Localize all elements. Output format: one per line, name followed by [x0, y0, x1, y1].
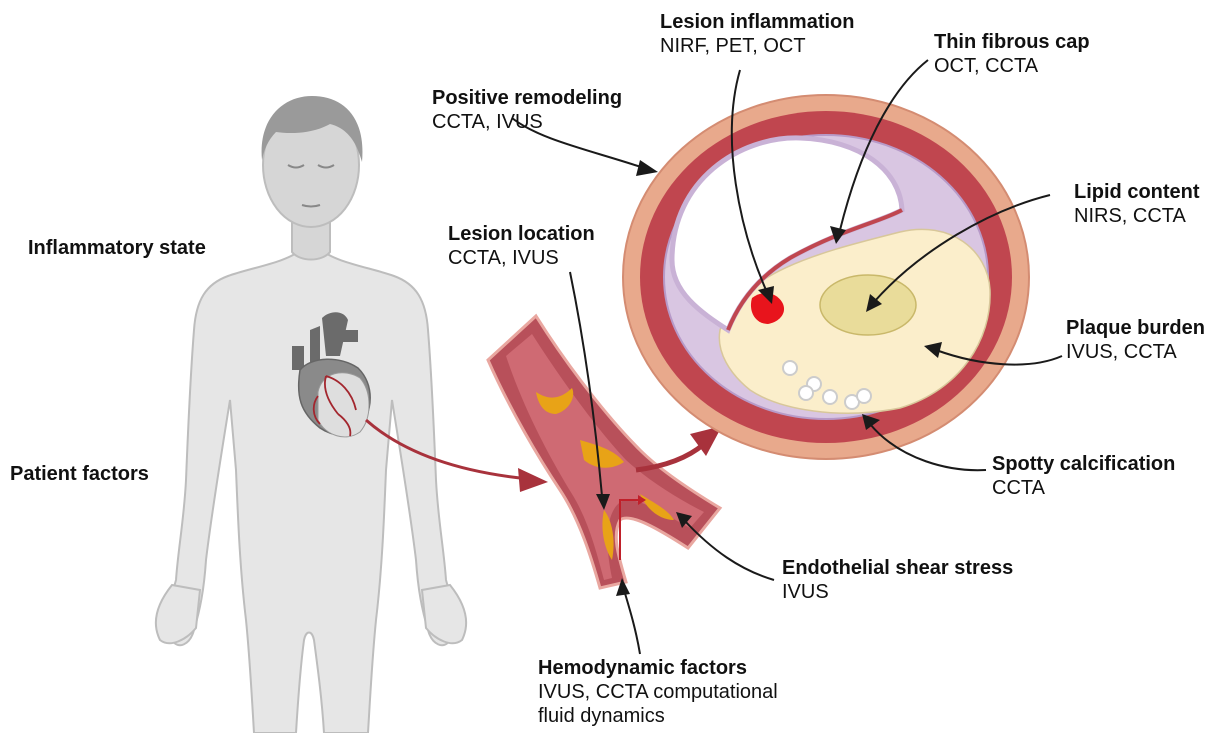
human-figure: [156, 96, 466, 733]
calcification: [783, 361, 797, 375]
label-title: Lesion location: [448, 222, 595, 246]
label-inflammatory-state: Inflammatory state: [28, 236, 206, 260]
label-plaque-burden: Plaque burden IVUS, CCTA: [1066, 316, 1205, 364]
heart-to-vessel-arrowhead: [518, 468, 548, 492]
calcification: [799, 386, 813, 400]
label-methods: CCTA, IVUS: [432, 110, 622, 134]
label-spotty-calcification: Spotty calcification CCTA: [992, 452, 1175, 500]
label-lipid-content: Lipid content NIRS, CCTA: [1074, 180, 1200, 228]
label-positive-remodeling: Positive remodeling CCTA, IVUS: [432, 86, 622, 134]
label-lesion-inflammation: Lesion inflammation NIRF, PET, OCT: [660, 10, 854, 58]
label-methods: CCTA, IVUS: [448, 246, 595, 270]
label-title: Endothelial shear stress: [782, 556, 1013, 580]
arrow-hemodynamic-factors: [624, 590, 640, 654]
label-methods: NIRF, PET, OCT: [660, 34, 854, 58]
artery-cross-section: [623, 95, 1029, 459]
label-title: Positive remodeling: [432, 86, 622, 110]
body-silhouette: [169, 250, 453, 733]
label-methods: NIRS, CCTA: [1074, 204, 1200, 228]
label-title: Spotty calcification: [992, 452, 1175, 476]
arrowhead: [636, 160, 658, 176]
label-methods-line1: IVUS, CCTA computational: [538, 680, 778, 704]
label-title: Hemodynamic factors: [538, 656, 778, 680]
label-methods-line2: fluid dynamics: [538, 704, 778, 728]
label-endothelial-shear-stress: Endothelial shear stress IVUS: [782, 556, 1013, 604]
label-hemodynamic-factors: Hemodynamic factors IVUS, CCTA computati…: [538, 656, 778, 728]
label-title: Plaque burden: [1066, 316, 1205, 340]
label-patient-factors: Patient factors: [10, 462, 149, 486]
label-thin-fibrous-cap: Thin fibrous cap OCT, CCTA: [934, 30, 1090, 78]
calcification: [823, 390, 837, 404]
label-title: Thin fibrous cap: [934, 30, 1090, 54]
label-lesion-location: Lesion location CCTA, IVUS: [448, 222, 595, 270]
label-title: Lesion inflammation: [660, 10, 854, 34]
label-methods: OCT, CCTA: [934, 54, 1090, 78]
label-methods: IVUS, CCTA: [1066, 340, 1205, 364]
label-methods: IVUS: [782, 580, 1013, 604]
label-methods: CCTA: [992, 476, 1175, 500]
label-title: Lipid content: [1074, 180, 1200, 204]
calcification: [857, 389, 871, 403]
